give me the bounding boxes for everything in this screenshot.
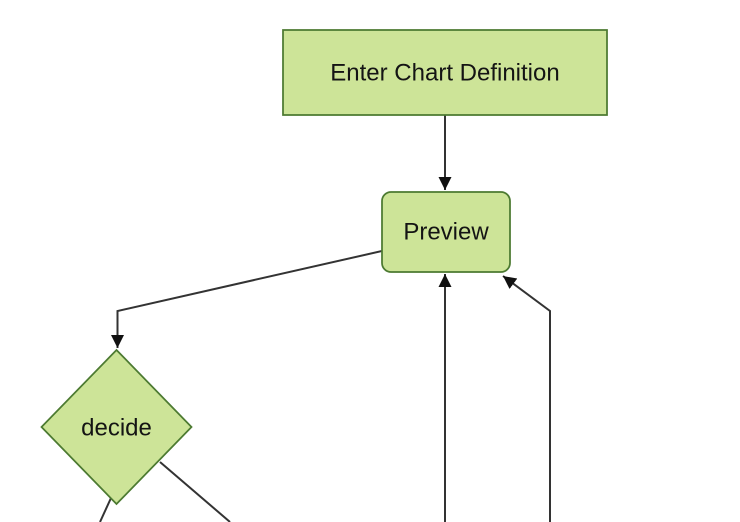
edge-preview-to-decide	[111, 250, 383, 348]
node-decide-label: decide	[81, 415, 152, 442]
node-preview: Preview	[381, 191, 511, 273]
edge-offscreen-bottom-right-to-preview	[502, 275, 551, 522]
edge-decide-to-offscreen-bottom-left	[99, 497, 112, 522]
edge-decide-to-offscreen-bottom-right	[159, 461, 231, 522]
node-decide: decide	[40, 348, 193, 506]
node-enter-chart-definition-shape	[282, 29, 608, 116]
node-preview-shape	[381, 191, 511, 273]
node-enter-chart-definition-label: Enter Chart Definition	[330, 60, 559, 87]
node-preview-label: Preview	[403, 219, 489, 246]
node-enter-chart-definition: Enter Chart Definition	[282, 29, 608, 116]
node-decide-shape	[40, 348, 193, 506]
